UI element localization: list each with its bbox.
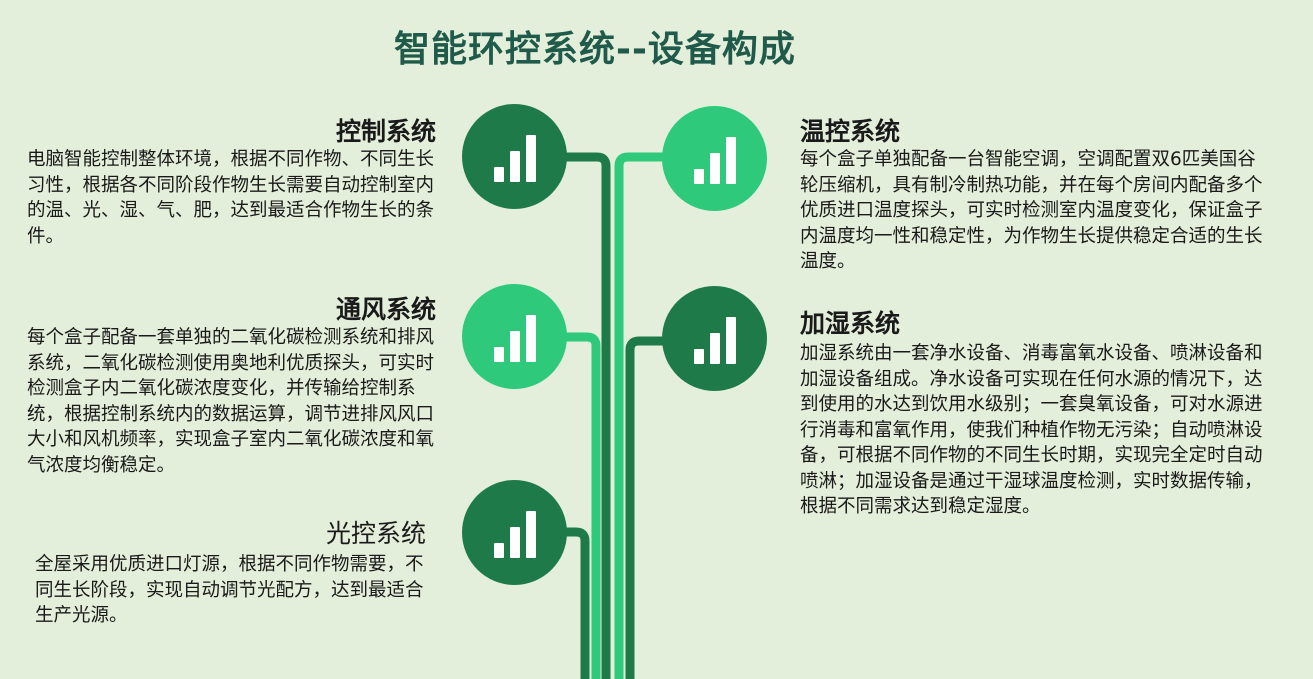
temperature-system-heading: 温控系统 bbox=[800, 117, 901, 146]
connector-light bbox=[555, 527, 590, 679]
connector-temperature bbox=[614, 152, 663, 679]
page-title: 智能环控系统--设备构成 bbox=[394, 29, 796, 70]
light-system-text: 全屋采用优质进口灯源，根据不同作物需要，不同生长阶段，实现自动调节光配方，达到最… bbox=[35, 554, 424, 626]
humidity-system-heading: 加湿系统 bbox=[800, 309, 901, 338]
temperature-system-text: 每个盒子单独配备一台智能空调，空调配置双6匹美国谷轮压缩机，具有制冷制热功能，并… bbox=[800, 149, 1263, 272]
humidity-system-node bbox=[662, 286, 767, 391]
signal-bars-icon bbox=[693, 314, 736, 364]
signal-bars-icon bbox=[493, 132, 536, 182]
signal-bars-icon bbox=[693, 134, 736, 184]
connector-ventilation bbox=[555, 332, 601, 679]
temperature-system-node bbox=[662, 106, 767, 211]
ventilation-system-node bbox=[462, 284, 567, 389]
connector-control bbox=[555, 152, 611, 679]
connector-humidity bbox=[625, 336, 663, 679]
control-system-text: 电脑智能控制整体环境，根据不同作物、不同生长习性，根据各不同阶段作物生长需要自动… bbox=[27, 149, 435, 247]
control-system-heading: 控制系统 bbox=[335, 117, 436, 146]
humidity-system-text: 加湿系统由一套净水设备、消毒富氧水设备、喷淋设备和加湿设备组成。净水设备可实现在… bbox=[800, 343, 1263, 517]
signal-bars-icon bbox=[493, 312, 536, 362]
signal-bars-icon bbox=[493, 508, 536, 558]
ventilation-system-heading: 通风系统 bbox=[335, 295, 436, 324]
light-system-heading: 光控系统 bbox=[325, 519, 426, 548]
ventilation-system-text: 每个盒子配备一套单独的二氧化碳检测系统和排风系统，二氧化碳检测使用奥地利优质探头… bbox=[27, 327, 435, 476]
light-system-node bbox=[462, 480, 567, 585]
control-system-node bbox=[462, 104, 567, 209]
